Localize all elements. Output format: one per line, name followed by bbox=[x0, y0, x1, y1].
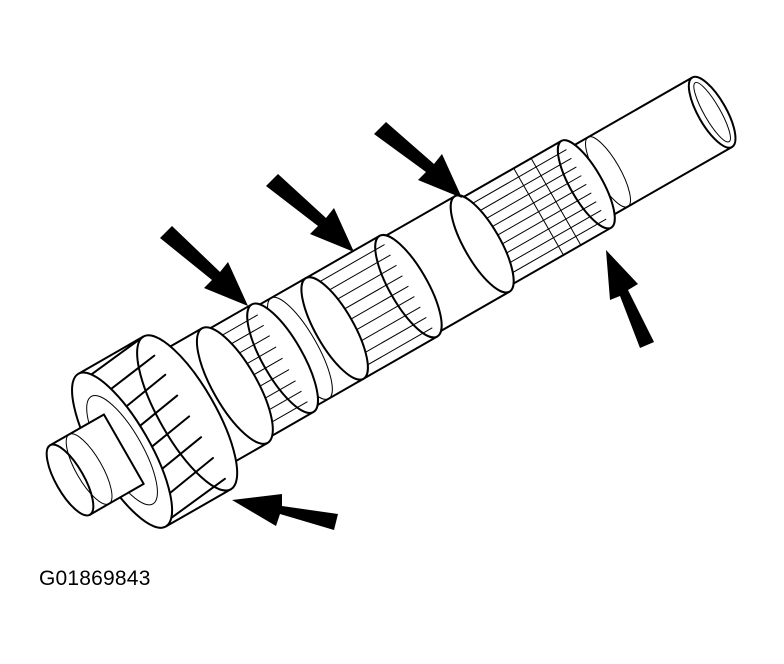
middle-spline-band bbox=[300, 233, 443, 383]
arrow-4-icon bbox=[606, 250, 654, 348]
arrow-2-icon bbox=[266, 174, 354, 252]
figure-caption: G01869843 bbox=[39, 567, 151, 590]
arrow-5-icon bbox=[232, 494, 338, 530]
callout-arrows bbox=[160, 122, 654, 530]
arrow-3-icon bbox=[374, 122, 462, 198]
arrow-1-icon bbox=[160, 226, 248, 306]
shaft-assembly bbox=[45, 75, 737, 529]
smooth-collar bbox=[375, 194, 515, 338]
bearing-seat bbox=[248, 276, 369, 413]
spline-teeth-rear bbox=[457, 149, 607, 282]
front-stub bbox=[45, 413, 145, 517]
